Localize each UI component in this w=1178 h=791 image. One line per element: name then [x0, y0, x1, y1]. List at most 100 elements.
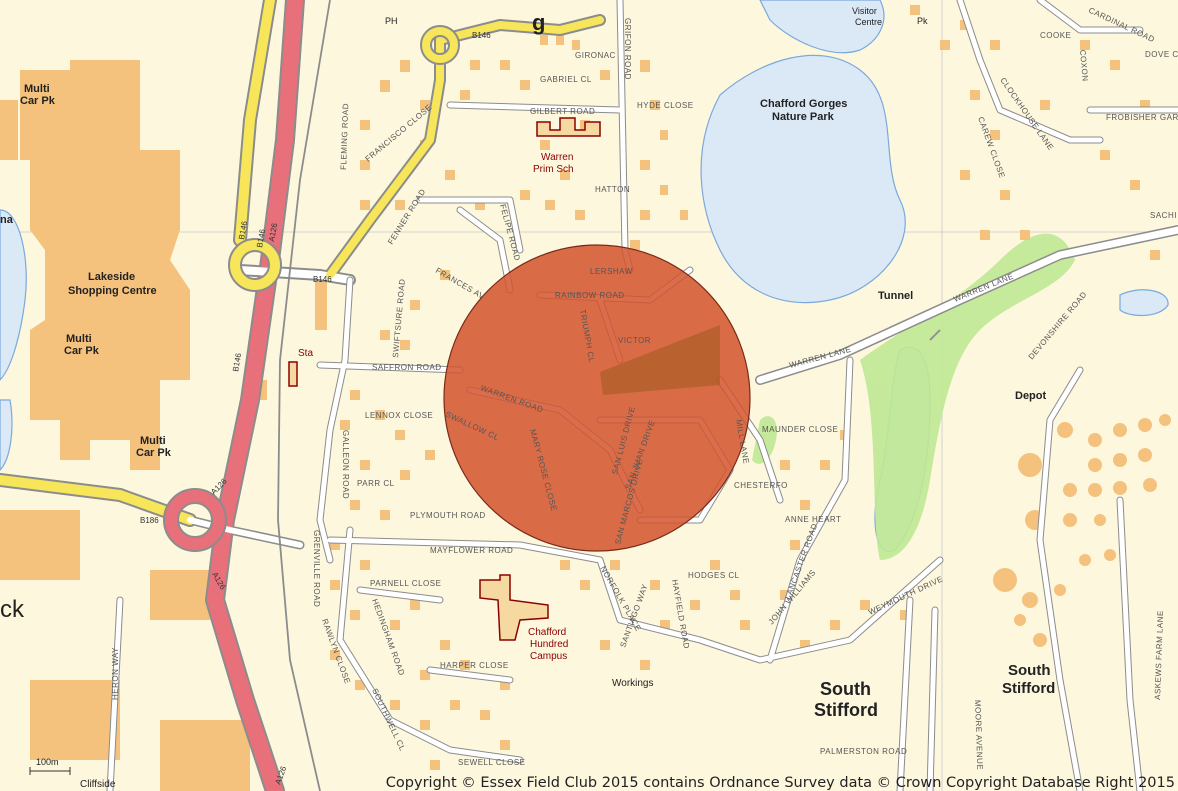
warren-lane-road	[756, 226, 1178, 384]
street-grifon-road: GRIFON ROAD	[623, 18, 632, 80]
street-chesterford: CHESTERFO	[734, 481, 788, 490]
street-harper-close: HARPER CLOSE	[440, 661, 509, 670]
copyright-text: Copyright © Essex Field Club 2015 contai…	[386, 775, 1175, 791]
chafford-campus-label-2: Hundred	[530, 639, 568, 650]
warren-school-building	[536, 117, 601, 137]
b146-label-a: B146	[472, 31, 491, 40]
south-stifford-2b: Stifford	[1002, 680, 1055, 697]
lakeside-water-south	[0, 399, 13, 471]
street-dove: DOVE C	[1145, 50, 1178, 59]
multi-car-pk-2a: Multi	[66, 333, 92, 345]
depot-label: Depot	[1015, 390, 1047, 402]
scale-bar: 100m	[29, 757, 71, 775]
chafford-campus-label-1: Chafford	[528, 627, 566, 638]
roundabouts	[163, 25, 460, 552]
warren-school-label-1: Warren	[541, 152, 573, 163]
street-palmerston-road: PALMERSTON ROAD	[820, 747, 907, 756]
depot-tanks	[993, 414, 1171, 647]
highlight-patch	[600, 325, 720, 395]
multi-car-pk-3b: Car Pk	[136, 447, 172, 459]
street-heron-way: HERON WAY	[111, 647, 120, 700]
street-parnell-close: PARNELL CLOSE	[370, 579, 441, 588]
chafford-gorges-label-1: Chafford Gorges	[760, 98, 847, 110]
survey-area-circle[interactable]	[443, 244, 751, 552]
street-askews-farm-lane: ASKEWS FARM LANE	[1153, 610, 1165, 700]
street-hyde-close: HYDE CLOSE	[637, 101, 694, 110]
street-rainbow-road: RAINBOW ROAD	[555, 291, 625, 300]
street-grenville-road: GRENVILLE ROAD	[312, 530, 321, 607]
south-stifford-2a: South	[1008, 662, 1051, 679]
railway	[277, 0, 941, 791]
chafford-campus-label-3: Campus	[530, 651, 567, 662]
street-sachi: SACHI	[1150, 211, 1177, 220]
b146-label-d: B146	[255, 228, 267, 249]
housing-blocks	[330, 5, 1160, 770]
multi-car-pk-3a: Multi	[140, 435, 166, 447]
street-gironac: GIRONAC	[575, 51, 616, 60]
multi-car-pk-1b: Car Pk	[20, 95, 56, 107]
lakeside-label-1: Lakeside	[88, 271, 135, 283]
lake-north	[759, 0, 885, 54]
street-lennox-close: LENNOX CLOSE	[365, 411, 433, 420]
street-lershaw: LERSHAW	[590, 267, 633, 276]
visitor-centre-label-1: Visitor	[852, 6, 877, 16]
street-moore-avenue: MOORE AVENUE	[973, 700, 984, 771]
b186-road-east	[187, 517, 303, 548]
place-labels: PH g Visitor Centre Pk Chafford Gorges N…	[0, 6, 1055, 790]
ph-label: PH	[385, 16, 398, 26]
street-mayflower-road: MAYFLOWER ROAD	[430, 546, 513, 555]
street-parr-cl: PARR CL	[357, 479, 395, 488]
chafford-campus-building	[479, 574, 549, 641]
street-frobisher: FROBISHER GARDE	[1106, 113, 1178, 122]
workings-label: Workings	[612, 678, 654, 689]
buildings	[0, 5, 1171, 791]
lake-far-right	[1119, 289, 1169, 316]
station-label: Sta	[298, 348, 313, 359]
chafford-gorges-lake	[700, 54, 906, 304]
green-areas	[752, 233, 1075, 560]
tunnel-label: Tunnel	[878, 290, 913, 302]
visitor-centre-label-2: Centre	[855, 17, 882, 27]
b146-label-e: B146	[231, 352, 243, 373]
b146-road-north	[326, 36, 444, 279]
street-gilbert-road: GILBERT ROAD	[530, 107, 595, 116]
scale-label: 100m	[36, 757, 59, 767]
na-label: na	[0, 214, 14, 226]
street-anne-heart: ANNE HEART	[785, 515, 841, 524]
chafford-gorges-label-2: Nature Park	[772, 111, 835, 123]
south-stifford-1a: South	[820, 679, 871, 699]
station-building	[288, 361, 298, 387]
lakeside-label-2: Shopping Centre	[68, 285, 157, 297]
street-fleming-road: FLEMING ROAD	[339, 103, 350, 170]
street-plymouth-road: PLYMOUTH ROAD	[410, 511, 486, 520]
street-maunder-close: MAUNDER CLOSE	[762, 425, 838, 434]
top-text: g	[532, 10, 545, 35]
b146-label-c: B146	[237, 220, 249, 241]
south-stifford-1b: Stifford	[814, 700, 878, 720]
street-galleon-road: GALLEON ROAD	[341, 430, 350, 499]
street-hatton: HATTON	[595, 185, 630, 194]
schools	[288, 117, 601, 641]
lakeside-water-west	[0, 209, 27, 381]
street-cooke: COOKE	[1040, 31, 1071, 40]
warren-school-label-2: Prim Sch	[533, 164, 574, 175]
street-hodges-cl: HODGES CL	[688, 571, 740, 580]
street-victory: VICTOR	[618, 336, 651, 345]
street-coxon: COXON	[1078, 49, 1090, 82]
b146-label-b: B146	[313, 275, 332, 284]
b146-road-west	[235, 0, 275, 245]
a126-label-a: A126	[267, 222, 279, 243]
pk-label: Pk	[917, 16, 928, 26]
multi-car-pk-1a: Multi	[24, 83, 50, 95]
multi-car-pk-2b: Car Pk	[64, 345, 100, 357]
ck-label: ck	[0, 596, 25, 623]
cliffside-label: Cliffside	[80, 779, 116, 790]
street-saffron-road: SAFFRON ROAD	[372, 363, 442, 372]
b146-road-top	[436, 16, 604, 44]
b186-label: B186	[140, 516, 159, 525]
street-sewell-close: SEWELL CLOSE	[458, 758, 526, 767]
a126-road	[207, 0, 303, 791]
